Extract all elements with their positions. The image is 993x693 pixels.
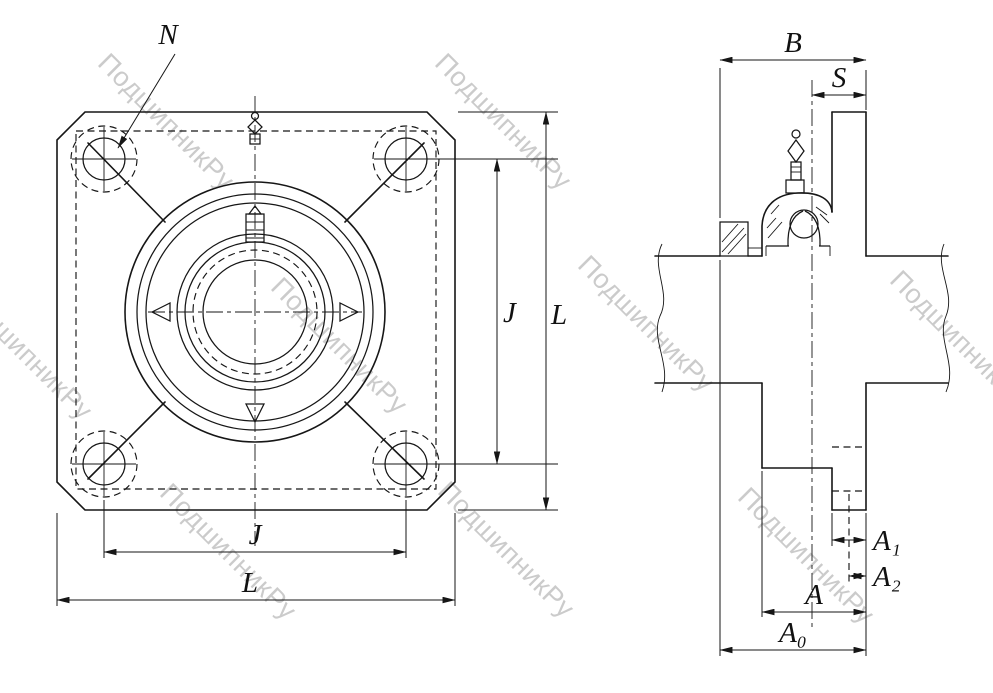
flange-ribs bbox=[87, 142, 425, 480]
dim-label-j-side: J bbox=[503, 297, 517, 329]
bolt-hole-bottom-left bbox=[70, 430, 138, 498]
leader-line-n bbox=[117, 53, 176, 149]
watermark-text: ПодшипникРу bbox=[0, 277, 99, 425]
watermark-text: ПодшипникРу bbox=[429, 47, 577, 195]
set-screw bbox=[245, 204, 265, 243]
front-dimensions: N J L J L bbox=[56, 19, 567, 606]
side-dimensions: B S A₁ A₂ A A₀ bbox=[719, 27, 901, 656]
dim-label-b: B bbox=[784, 27, 802, 59]
cast-marks bbox=[150, 301, 360, 424]
flange-outline bbox=[56, 111, 456, 511]
dim-label-s: S bbox=[832, 62, 847, 94]
dim-label-a2: A₂ bbox=[871, 561, 901, 593]
dim-label-a: A bbox=[803, 579, 823, 611]
dim-label-n: N bbox=[157, 19, 179, 51]
bolt-hole-top-right bbox=[372, 125, 440, 193]
grease-fitting-front bbox=[247, 111, 263, 145]
dim-label-a1: A₁ bbox=[871, 525, 901, 557]
side-view bbox=[654, 80, 951, 628]
bolt-hole-top-left bbox=[70, 125, 138, 193]
shaft bbox=[654, 243, 951, 393]
housing-boss bbox=[761, 192, 833, 469]
watermark-text: ПодшипникРу bbox=[265, 271, 413, 419]
flange-plate-side bbox=[831, 111, 867, 582]
watermark-text: ПодшипникРу bbox=[884, 264, 993, 412]
grease-fitting-side bbox=[785, 129, 805, 194]
watermark-text: ПодшипникРу bbox=[572, 249, 720, 397]
watermark-text: ПодшипникРу bbox=[92, 47, 240, 195]
dim-label-l-bottom: L bbox=[241, 567, 258, 599]
watermark-text: ПодшипникРу bbox=[432, 475, 580, 623]
shaft-break-left bbox=[656, 243, 666, 393]
flange-back-edge bbox=[75, 130, 437, 490]
bearing-ball bbox=[789, 209, 819, 239]
shaft-break-right bbox=[940, 243, 951, 393]
dim-label-j-bottom: J bbox=[249, 519, 263, 551]
bearing-section bbox=[765, 204, 831, 256]
front-view bbox=[56, 96, 456, 546]
locking-collar bbox=[719, 221, 762, 257]
dim-label-a0: A₀ bbox=[777, 617, 807, 649]
dim-label-l-side: L bbox=[550, 299, 567, 331]
bolt-hole-bottom-right bbox=[372, 430, 440, 498]
